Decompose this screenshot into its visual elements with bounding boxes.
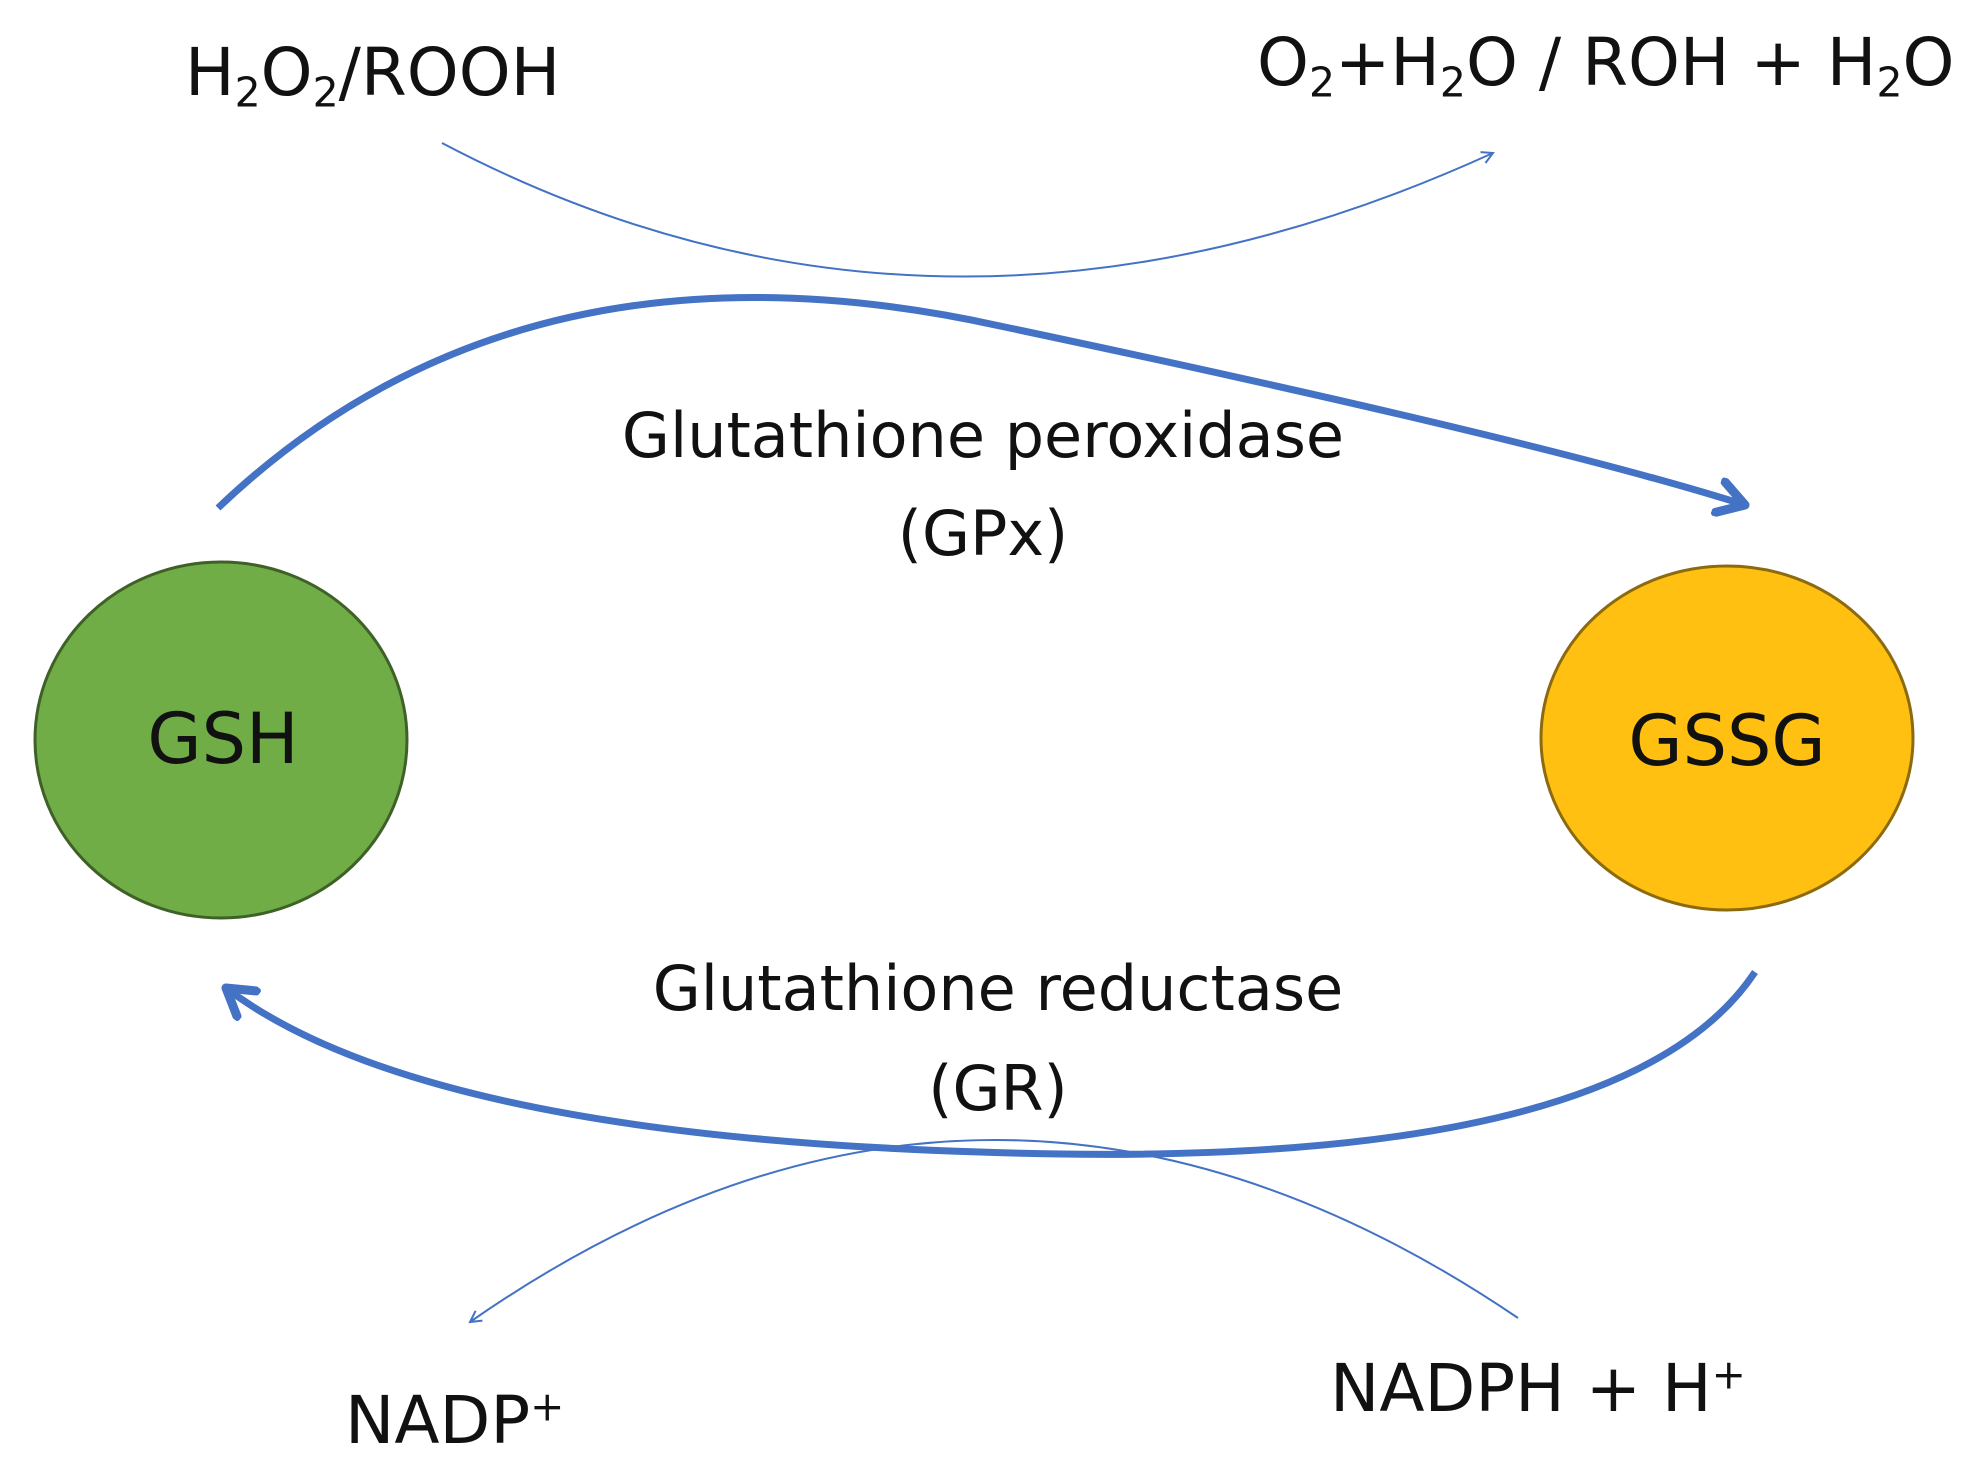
gpx-abbreviation: (GPx)	[897, 497, 1069, 570]
peroxide-o-subscript: 2	[312, 68, 339, 117]
peroxide-o: O	[260, 34, 313, 111]
peroxide-conversion-arrow	[441, 142, 1493, 278]
nadp-superscript: +	[530, 1382, 565, 1431]
nadph-oxidation-arrow	[470, 1139, 1519, 1322]
gssg-label: GSSG	[1628, 700, 1826, 782]
peroxide-h: H	[185, 34, 235, 111]
product-o-subscript: 2	[1308, 58, 1335, 107]
product-o: O	[1257, 24, 1309, 101]
product-h-subscript-2: 2	[1876, 58, 1903, 107]
gr-name: Glutathione reductase	[652, 952, 1344, 1025]
peroxide-product-label: O2+H2O / ROH + H2O	[1257, 30, 1954, 103]
gsh-label: GSH	[147, 698, 299, 780]
peroxide-rest: /ROOH	[338, 34, 561, 111]
nadph-text: NADPH + H	[1330, 1350, 1712, 1427]
nadp-text: NADP	[345, 1382, 531, 1459]
product-plus-h: +H	[1334, 24, 1440, 101]
gsh-node	[33, 560, 409, 920]
gpx-reaction-arrow	[215, 293, 1745, 508]
product-o-end: O	[1902, 24, 1955, 101]
gr-reaction-arrow	[226, 970, 1758, 1158]
nadp-label: NADP+	[345, 1386, 564, 1454]
nadph-superscript: +	[1711, 1350, 1746, 1399]
gpx-name: Glutathione peroxidase	[621, 399, 1345, 472]
gr-abbreviation: (GR)	[928, 1052, 1068, 1125]
peroxide-substrate-label: H2O2/ROOH	[185, 40, 560, 113]
product-h-subscript: 2	[1439, 58, 1466, 107]
nadph-label: NADPH + H+	[1330, 1354, 1746, 1422]
product-middle: O / ROH + H	[1465, 24, 1877, 101]
peroxide-h-subscript: 2	[234, 68, 261, 117]
gssg-node	[1539, 564, 1915, 912]
